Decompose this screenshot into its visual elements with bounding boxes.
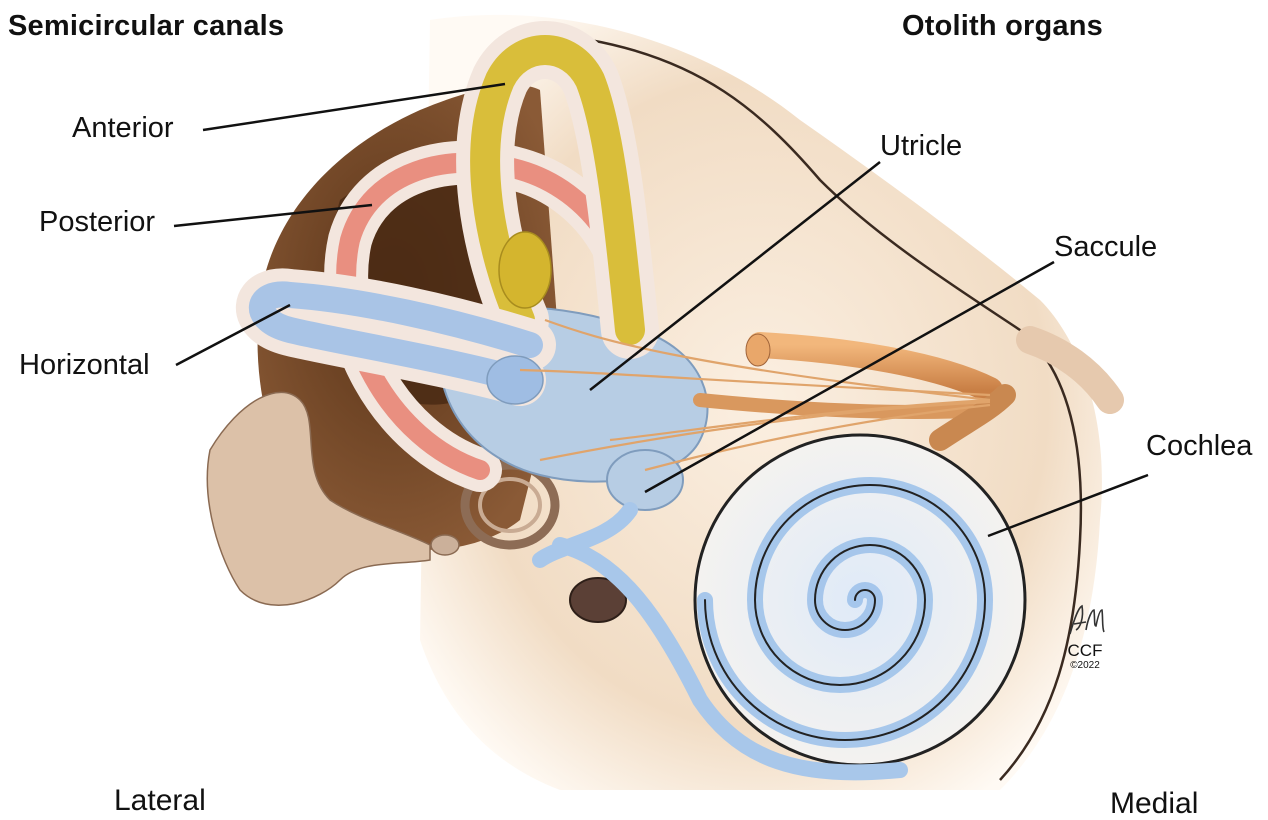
- signature-org: CCF: [1064, 642, 1106, 659]
- artist-signature-icon: [1064, 600, 1108, 640]
- signature: CCF ©2022: [1064, 642, 1106, 671]
- label-medial: Medial: [1110, 789, 1198, 819]
- label-lateral: Lateral: [114, 786, 206, 816]
- label-cochlea: Cochlea: [1146, 432, 1252, 461]
- label-horizontal: Horizontal: [19, 351, 150, 380]
- saccule-shape: [607, 450, 683, 510]
- label-anterior: Anterior: [72, 114, 174, 143]
- label-saccule: Saccule: [1054, 233, 1157, 262]
- label-posterior: Posterior: [39, 208, 155, 237]
- label-utricle: Utricle: [880, 132, 962, 161]
- heading-otolith-organs: Otolith organs: [902, 10, 1103, 43]
- signature-year: ©2022: [1064, 661, 1106, 671]
- heading-semicircular-canals: Semicircular canals: [8, 10, 284, 43]
